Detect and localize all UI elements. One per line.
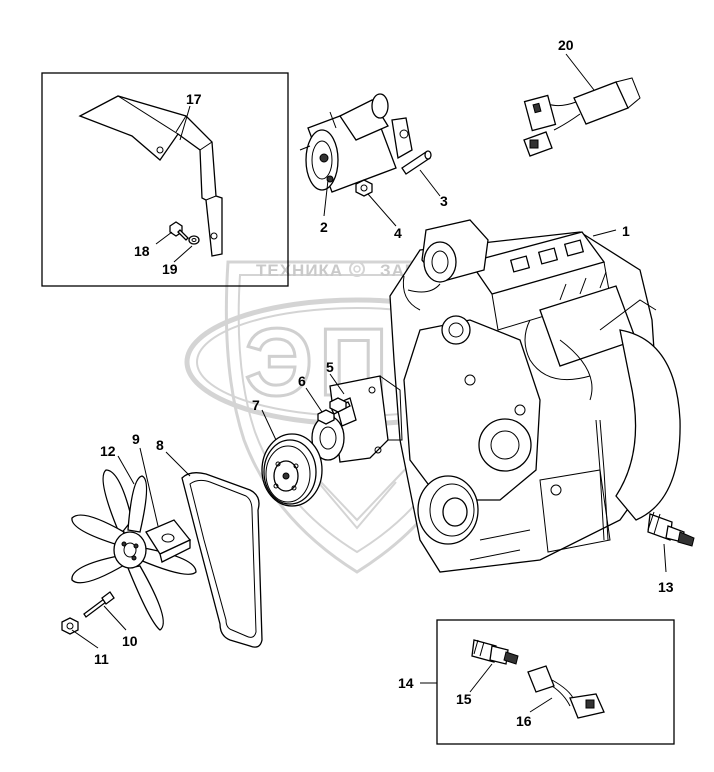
- fan-pulley: [261, 433, 323, 507]
- fan-bolt-10: [83, 591, 115, 618]
- watermark-left-text: ТЕХНИКА: [256, 261, 343, 280]
- sensor-inset-box: [436, 619, 675, 745]
- starter-motor: [299, 93, 413, 193]
- callout-6: 6: [298, 373, 306, 389]
- bolts-6: [317, 397, 351, 425]
- callout-2: 2: [320, 219, 328, 235]
- gear-icon: [349, 261, 365, 277]
- sensor-13: [647, 511, 695, 547]
- engine-block: [389, 219, 681, 573]
- callout-20: 20: [558, 37, 574, 53]
- v-belt: [181, 472, 263, 648]
- nut-4: [355, 179, 373, 197]
- callout-3: 3: [440, 193, 448, 209]
- water-pump: [311, 375, 403, 463]
- callout-11: 11: [94, 651, 109, 667]
- callout-8: 8: [156, 437, 164, 453]
- callout-labels: 1 2 3 4 5 6 7 8 9 10 11 12 13 14 15 16 1…: [94, 37, 674, 729]
- fan-spacer: [145, 519, 192, 563]
- bracket-inset-box: [41, 72, 289, 287]
- callout-12: 12: [100, 443, 116, 459]
- callout-10: 10: [122, 633, 138, 649]
- pin-3: [401, 150, 432, 175]
- harness-16: [527, 665, 605, 719]
- sensor-20: [523, 77, 641, 157]
- callout-18: 18: [134, 243, 150, 259]
- callout-19: 19: [162, 261, 178, 277]
- callout-16: 16: [516, 713, 532, 729]
- cooling-fan: [71, 469, 197, 631]
- callout-9: 9: [132, 431, 140, 447]
- callout-7: 7: [252, 397, 260, 413]
- callout-15: 15: [456, 691, 472, 707]
- crankshaft-pulley: [417, 475, 479, 545]
- callout-4: 4: [394, 225, 402, 241]
- bolt-18: [169, 221, 189, 241]
- nut-11: [61, 617, 79, 635]
- callout-5: 5: [326, 359, 334, 375]
- washer-19: [188, 235, 200, 245]
- callout-17: 17: [186, 91, 202, 107]
- sensor-15: [471, 639, 519, 665]
- leader-lines: [71, 53, 667, 713]
- callout-13: 13: [658, 579, 674, 595]
- callout-14: 14: [398, 675, 414, 691]
- callout-1: 1: [622, 223, 630, 239]
